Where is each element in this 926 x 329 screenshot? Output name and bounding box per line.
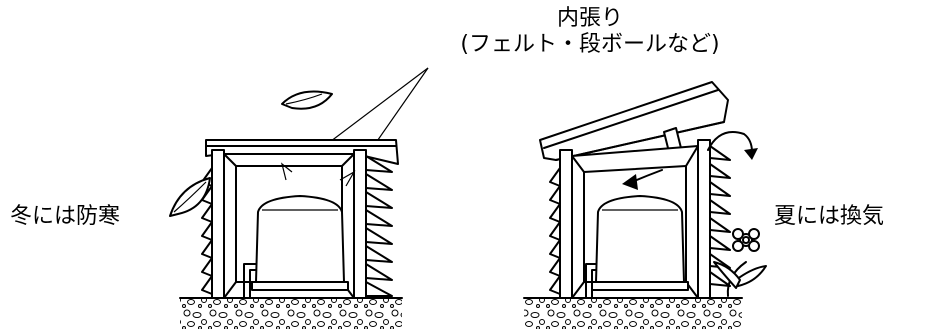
arrow-icon [622,169,663,190]
winter-caption: 冬には防寒 [10,204,121,229]
lining-title: 内張り [556,6,623,31]
lining-detail: (フェルト・段ボールなど) [460,32,720,58]
lining-label: 内張り (フェルト・段ボールなど) [420,6,760,59]
winter-ground [179,297,403,329]
leaf-icon [281,90,333,110]
winter-enclosure [205,139,399,299]
lining-pointer [280,162,293,181]
summer-tank [595,195,685,283]
leaf-icon [169,177,211,217]
summer-caption: 夏には換気 [774,204,885,229]
summer-pipe [585,263,597,299]
flower-icon [713,228,767,297]
lining-pointer [339,170,356,187]
winter-tank [255,195,345,283]
arrow-icon [707,131,758,160]
winter-pipe [243,263,257,299]
summer-ground [523,297,743,329]
summer-enclosure [539,81,729,299]
winter-louvers-right [365,155,393,297]
summer-louvers-right [709,145,731,287]
summer-louvers-left [549,167,561,295]
